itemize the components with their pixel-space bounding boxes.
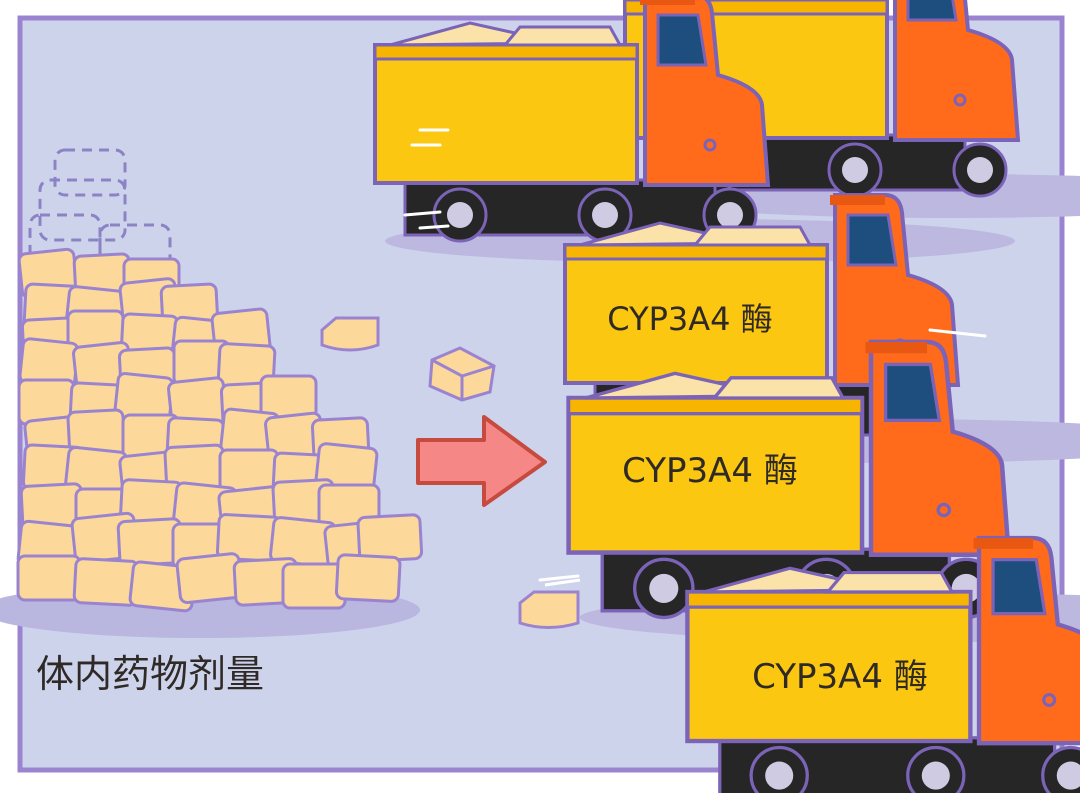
pile-box: [72, 557, 140, 607]
cargo-box-icon: [320, 316, 581, 629]
pile-box: [16, 554, 82, 602]
truck-label: CYP3A4 酶: [607, 300, 772, 338]
caption: 体内药物剂量: [36, 652, 264, 696]
arrow-right-icon: [416, 415, 547, 507]
truck-label: CYP3A4 酶: [752, 657, 928, 697]
truck-label: CYP3A4 酶: [622, 451, 798, 491]
box-pile-icon: [0, 247, 424, 638]
pile-box: [334, 553, 402, 603]
speed-lines: [403, 128, 987, 582]
pile-box: [175, 552, 244, 605]
